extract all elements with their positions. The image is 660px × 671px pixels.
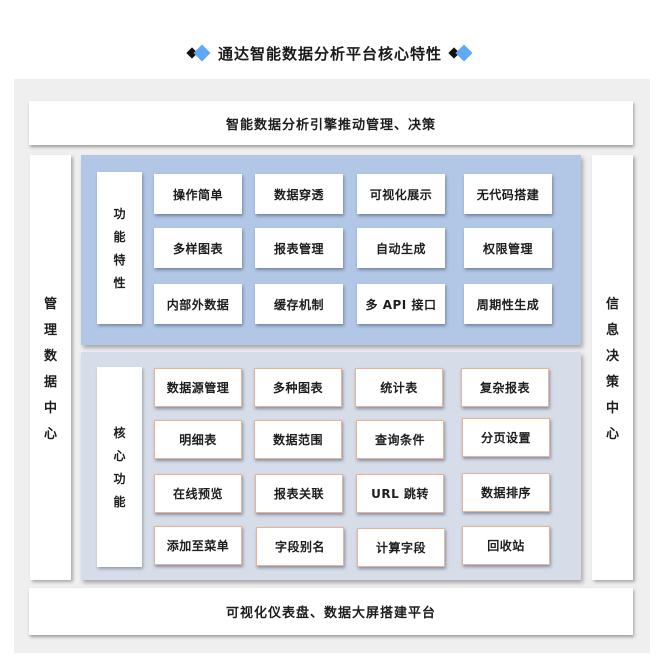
label-char: 心 xyxy=(113,449,126,463)
feature-cell: 操作简单 xyxy=(154,174,242,214)
label-char: 特 xyxy=(113,253,126,267)
core-cell: 报表关联 xyxy=(255,474,343,513)
core-cell: 字段别名 xyxy=(256,527,344,566)
bottom-banner: 可视化仪表盘、数据大屏搭建平台 xyxy=(29,588,633,635)
feature-cell: 多 API 接口 xyxy=(357,284,445,324)
side-char: 据 xyxy=(43,375,57,390)
core-cell: 查询条件 xyxy=(356,420,444,459)
feature-cell: 报表管理 xyxy=(255,228,343,268)
side-char: 管 xyxy=(43,297,57,312)
side-char: 数 xyxy=(43,349,57,364)
label-char: 性 xyxy=(113,276,126,290)
side-char: 决 xyxy=(605,349,619,364)
core-cell: 计算字段 xyxy=(357,528,445,567)
side-char: 策 xyxy=(605,375,619,390)
core-cell: 回收站 xyxy=(462,526,550,565)
core-cell: 数据范围 xyxy=(254,420,342,459)
feature-cell: 自动生成 xyxy=(357,228,445,268)
management-data-center: 管 理 数 据 中 心 xyxy=(30,155,71,580)
side-char: 心 xyxy=(605,427,619,442)
side-char: 中 xyxy=(605,401,619,416)
feature-cell: 缓存机制 xyxy=(255,284,343,324)
core-cell: 明细表 xyxy=(154,420,242,459)
core-cell: 分页设置 xyxy=(462,418,550,457)
feature-cell: 可视化展示 xyxy=(357,174,445,214)
feature-cell: 无代码搭建 xyxy=(464,174,552,214)
core-cell: 数据排序 xyxy=(462,473,550,512)
side-char: 心 xyxy=(43,427,57,442)
label-char: 能 xyxy=(113,230,126,244)
decision-info-center: 信 息 决 策 中 心 xyxy=(592,155,633,580)
core-cell: 在线预览 xyxy=(154,474,242,513)
label-char: 核 xyxy=(113,426,126,440)
label-char: 功 xyxy=(113,207,126,221)
top-banner: 智能数据分析引擎推动管理、决策 xyxy=(29,101,633,145)
features-label: 功 能 特 性 xyxy=(97,172,142,324)
core-label: 核 心 功 能 xyxy=(97,367,142,567)
feature-cell: 多样图表 xyxy=(154,228,242,268)
side-char: 息 xyxy=(605,323,619,338)
label-char: 能 xyxy=(113,495,126,509)
feature-cell: 内部外数据 xyxy=(154,284,242,324)
side-char: 中 xyxy=(43,401,57,416)
side-char: 理 xyxy=(43,323,57,338)
side-char: 信 xyxy=(605,297,619,312)
diamond-pair-icon xyxy=(448,44,474,62)
core-cell: 多种图表 xyxy=(254,368,342,407)
core-cell: 添加至菜单 xyxy=(154,526,242,565)
core-cell: 复杂报表 xyxy=(461,368,549,407)
diagram-title: 通达智能数据分析平台核心特性 xyxy=(0,36,660,70)
feature-cell: 数据穿透 xyxy=(255,174,343,214)
core-cell: 统计表 xyxy=(355,368,443,407)
label-char: 功 xyxy=(113,472,126,486)
title-text: 通达智能数据分析平台核心特性 xyxy=(217,44,442,63)
core-cell: URL 跳转 xyxy=(356,474,444,513)
diamond-pair-icon xyxy=(186,44,212,62)
core-cell: 数据源管理 xyxy=(154,368,242,407)
feature-cell: 周期性生成 xyxy=(464,284,552,324)
feature-cell: 权限管理 xyxy=(464,228,552,268)
